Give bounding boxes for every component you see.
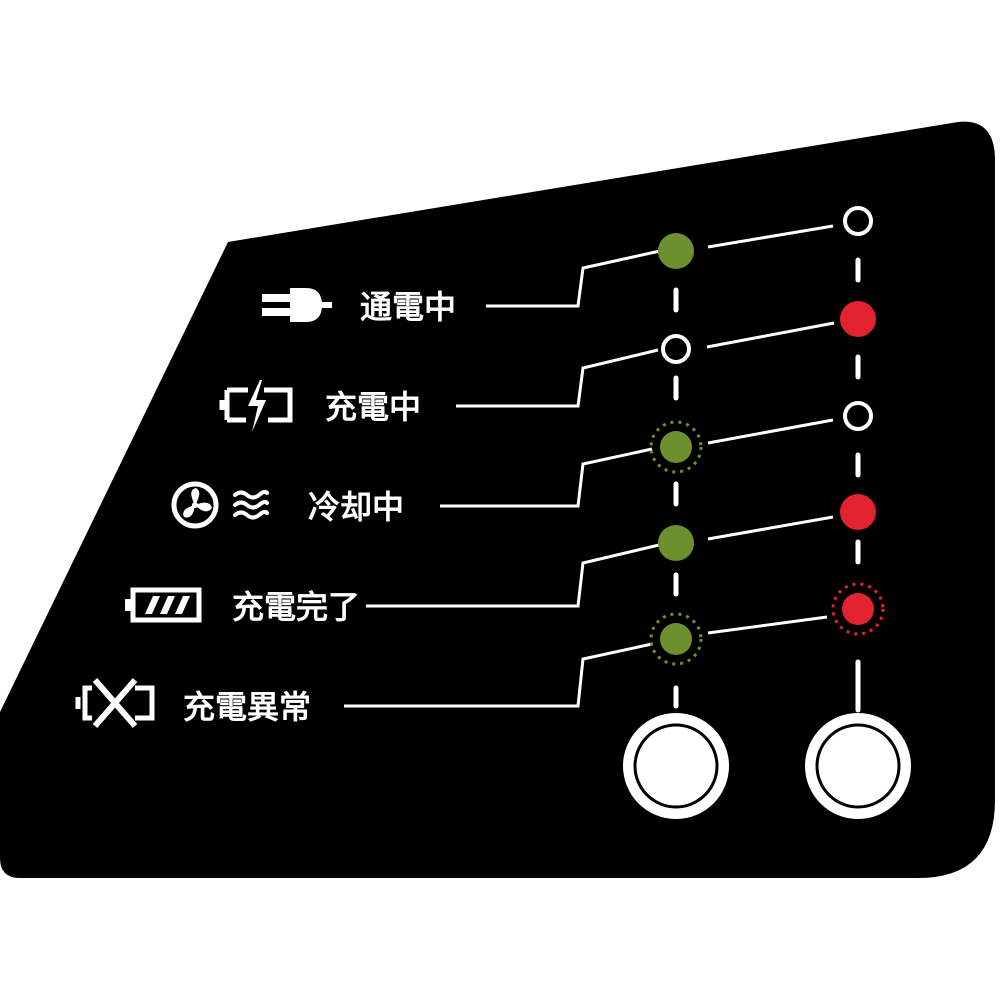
label-cooling: 冷却中 — [308, 488, 404, 526]
left-indicator-charging — [661, 334, 691, 364]
charging-battery-icon — [219, 380, 293, 432]
battery-error-icon — [75, 678, 155, 728]
fan-icon — [171, 481, 269, 529]
full-battery-icon — [125, 587, 202, 623]
right-indicator-charge-complete — [840, 494, 876, 530]
label-powered: 通電中 — [360, 288, 456, 326]
label-charge-error: 充電異常 — [183, 688, 311, 726]
panel-background — [0, 121, 995, 879]
right-lamp — [805, 713, 911, 819]
plug-icon — [262, 288, 332, 322]
right-indicator-cooling — [843, 401, 873, 431]
left-indicator-cooling — [649, 420, 703, 474]
right-indicator-charging — [840, 301, 876, 337]
column-dashes — [673, 257, 861, 713]
left-lamp — [623, 713, 729, 819]
label-charging: 充電中 — [325, 388, 421, 426]
right-indicator-charge-error — [831, 582, 885, 636]
left-indicator-charge-complete — [658, 525, 694, 561]
left-indicator-powered — [658, 233, 694, 269]
left-indicator-charge-error — [649, 612, 703, 666]
right-indicator-powered — [843, 206, 873, 236]
leader-lines — [344, 224, 835, 708]
label-charge-complete: 充電完了 — [232, 588, 360, 626]
